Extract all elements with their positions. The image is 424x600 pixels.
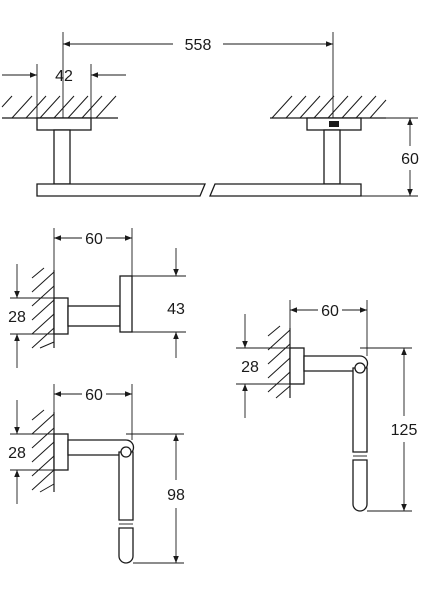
robe-hook-view: 60 28 43 — [8, 228, 186, 368]
dim-hook-60-label: 60 — [85, 231, 103, 248]
bar-segment-left — [36, 183, 206, 197]
ring-large-flange — [289, 347, 305, 385]
ring-large-drop-upper — [352, 367, 368, 453]
bar-flange-screw — [329, 121, 339, 127]
towel-ring-small-view: 60 28 98 — [8, 384, 185, 564]
ring-large-pivot — [354, 362, 366, 374]
dim-hook-28-label: 28 — [8, 309, 26, 326]
ring-small-drop-lower — [118, 527, 134, 564]
wall-hatch-hook — [31, 267, 55, 349]
dim-42-label: 42 — [55, 68, 73, 85]
dim-60-bar-label: 60 — [401, 151, 419, 168]
ring-small-drop-upper — [118, 451, 134, 521]
dim-ring-large-125-label: 125 — [391, 422, 418, 439]
dim-ring-large-60-label: 60 — [321, 303, 339, 320]
wall-hatch-left — [1, 95, 118, 119]
wall-hatch-ring-small — [31, 409, 55, 493]
ring-small-flange — [53, 433, 69, 471]
towel-ring-large-view: 60 28 125 — [236, 300, 418, 512]
wall-hatch-ring-large — [267, 325, 291, 399]
bar-post-right — [323, 129, 341, 185]
ring-small-pivot — [120, 446, 132, 458]
dim-558-label: 558 — [185, 37, 212, 54]
ring-large-drop-lower — [352, 459, 368, 512]
wall-hatch-right — [270, 95, 387, 119]
dim-ring-small-98-label: 98 — [167, 487, 185, 504]
hook-head — [119, 275, 133, 333]
dim-hook-43-label: 43 — [167, 301, 185, 318]
towel-bar-view: 558 42 60 — [1, 32, 419, 197]
bar-flange-left — [36, 117, 92, 131]
dim-ring-small-60-label: 60 — [85, 387, 103, 404]
hook-flange — [53, 297, 69, 335]
hook-arm — [67, 305, 121, 327]
bar-post-left — [53, 129, 71, 185]
dim-ring-small-28-label: 28 — [8, 445, 26, 462]
dim-ring-large-28-label: 28 — [241, 359, 259, 376]
bar-segment-right — [209, 183, 362, 197]
